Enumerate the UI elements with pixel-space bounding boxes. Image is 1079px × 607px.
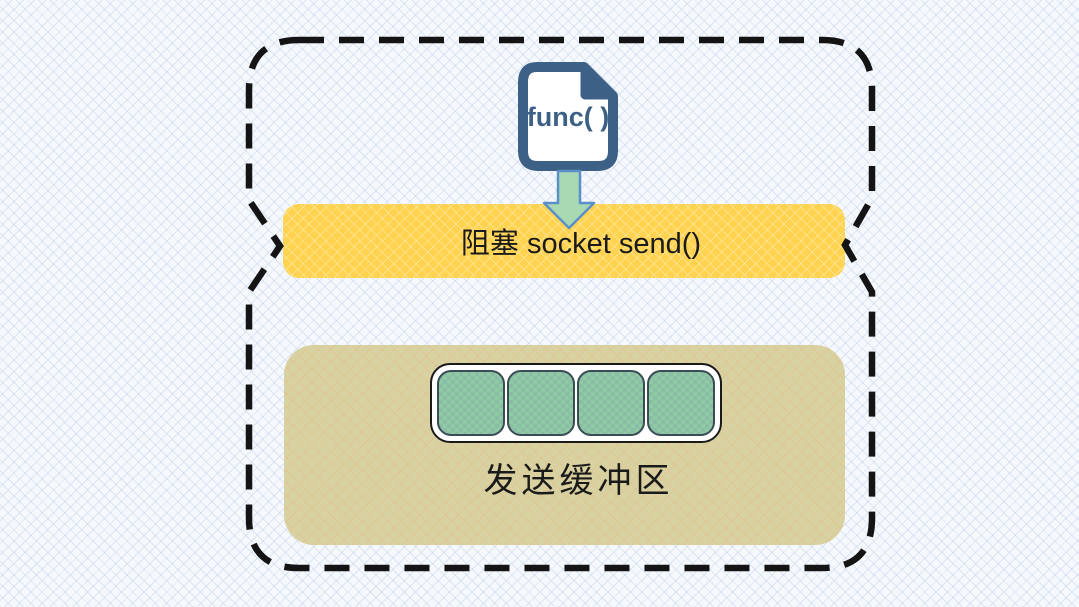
func-file-outline [518,62,618,171]
func-file-fold [580,63,617,100]
func-file-icon: func( ) [518,62,618,171]
blocking-send-bar: 阻塞 socket send() [283,204,845,278]
send-buffer-label: 发送缓冲区 [483,462,674,500]
func-icon-label: func( ) [527,102,609,132]
buffer-cell [507,370,575,436]
send-buffer-box: 发送缓冲区 [284,345,845,545]
blocking-send-bar-label: 阻塞 socket send() [460,228,702,260]
buffer-cell [577,370,645,436]
buffer-cell [437,370,505,436]
buffer-cell [647,370,715,436]
buffer-cell-container [430,363,722,443]
